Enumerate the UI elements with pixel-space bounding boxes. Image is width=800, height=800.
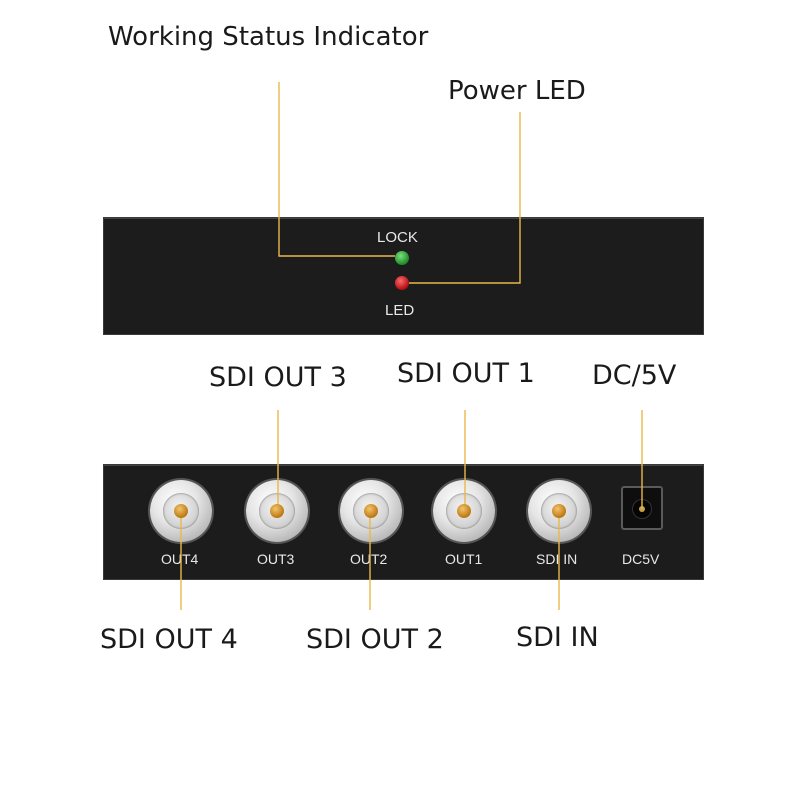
port-label-dc5v: DC5V — [622, 551, 660, 567]
bnc-pin — [457, 504, 471, 518]
port-label-out4: OUT4 — [161, 551, 199, 567]
power-led-callout: Power LED — [448, 76, 586, 106]
sdi-out-4-callout: SDI OUT 4 — [100, 624, 238, 655]
led-label: LED — [385, 302, 415, 319]
sdi-out-1-callout: SDI OUT 1 — [397, 358, 535, 389]
port-label-out3: OUT3 — [257, 551, 295, 567]
bnc-pin — [270, 504, 284, 518]
dc-power-jack — [621, 486, 663, 530]
bnc-connector-out2 — [340, 480, 402, 542]
bnc-connector-out4 — [150, 480, 212, 542]
bnc-connector-sdi-in — [528, 480, 590, 542]
working-status-indicator-callout: Working Status Indicator — [108, 22, 429, 52]
lock-led-indicator — [395, 251, 409, 265]
port-label-out1: OUT1 — [445, 551, 483, 567]
sdi-out-3-callout: SDI OUT 3 — [209, 362, 347, 393]
bnc-pin — [174, 504, 188, 518]
bnc-connector-out3 — [246, 480, 308, 542]
bnc-connector-out1 — [433, 480, 495, 542]
port-label-out2: OUT2 — [350, 551, 388, 567]
power-led-indicator — [395, 276, 409, 290]
dc-jack-hole — [633, 500, 651, 518]
bnc-pin — [364, 504, 378, 518]
bnc-pin — [552, 504, 566, 518]
sdi-in-callout: SDI IN — [516, 622, 599, 653]
dc-5v-callout: DC/5V — [592, 360, 677, 391]
sdi-out-2-callout: SDI OUT 2 — [306, 624, 444, 655]
lock-label: LOCK — [377, 229, 418, 246]
port-label-sdi-in: SDI IN — [536, 551, 578, 567]
